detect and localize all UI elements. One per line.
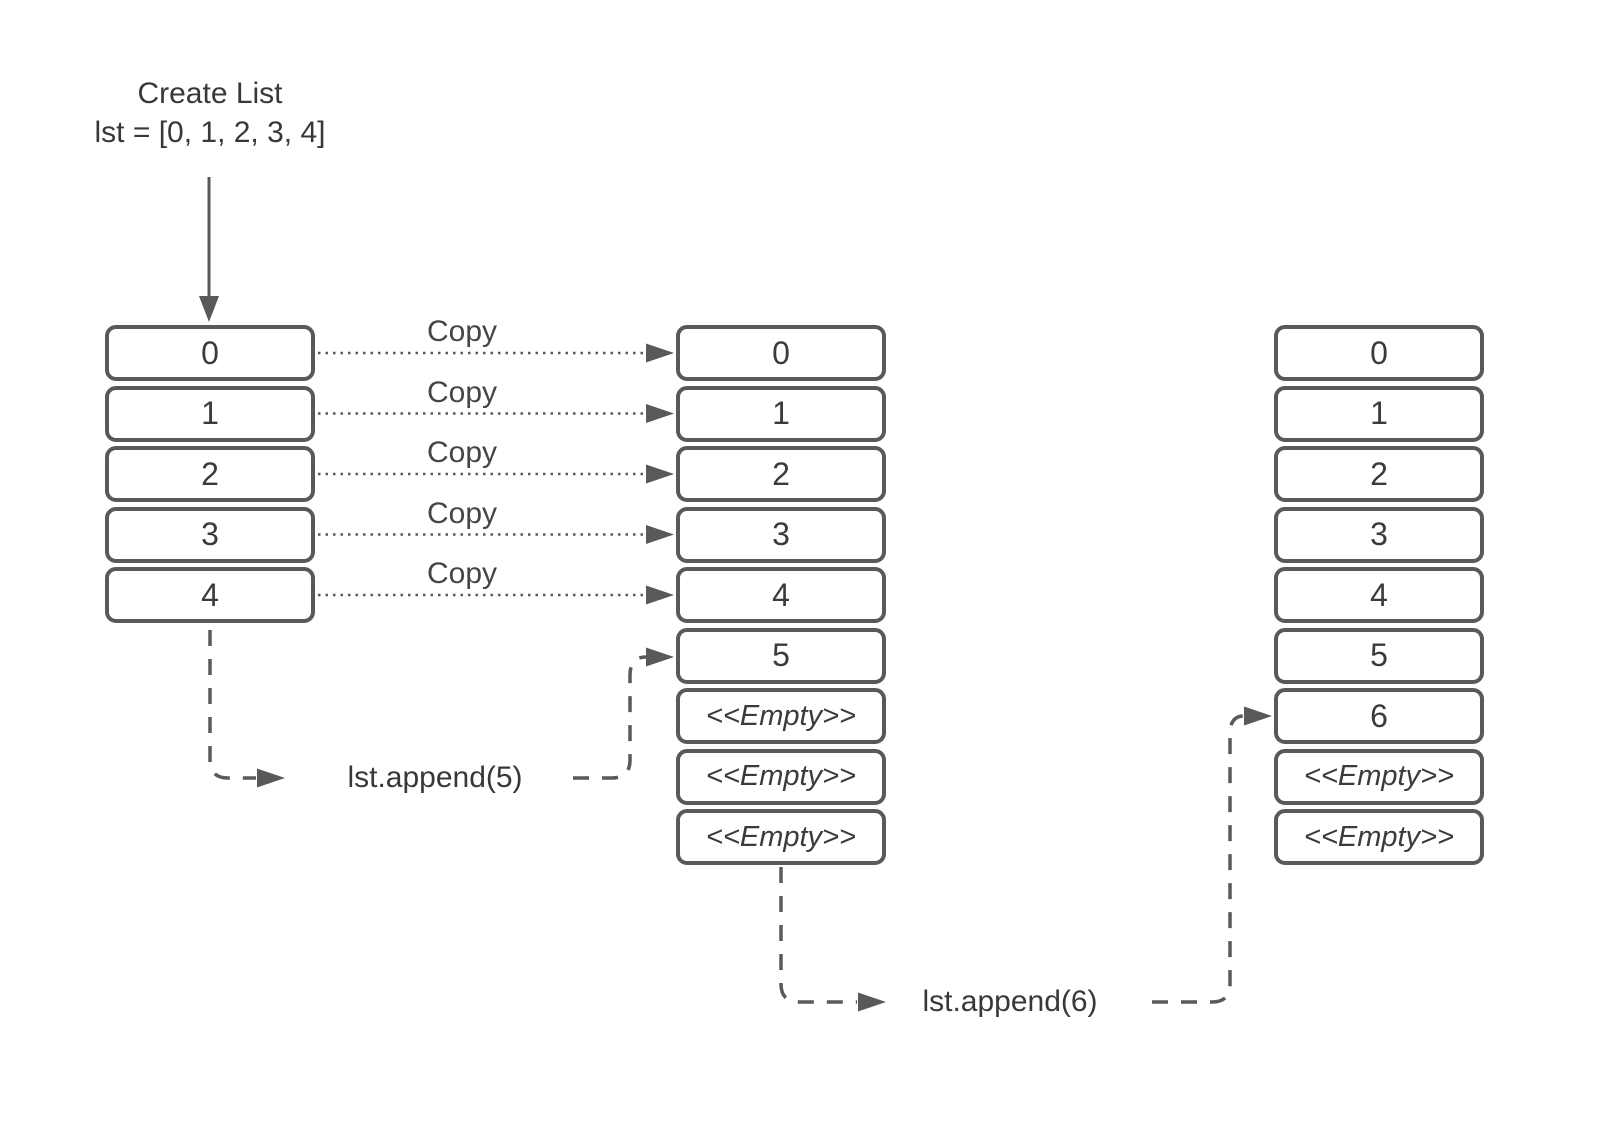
append-5-connector-out: [573, 655, 647, 780]
empty-slot-cell: <<Empty>>: [1274, 748, 1484, 805]
create-list-title-line1: Create List: [137, 77, 283, 110]
copy-label: Copy: [426, 315, 498, 348]
list-cell: 1: [1274, 385, 1484, 442]
list-cell: 1: [105, 385, 315, 442]
copy-label: Copy: [426, 436, 498, 469]
list-cell: 2: [676, 446, 886, 502]
append-6-label: lst.append(6): [922, 985, 1098, 1018]
list-cell: 4: [676, 567, 886, 623]
copy-arrow-head: [646, 343, 674, 363]
empty-slot-cell: <<Empty>>: [1274, 809, 1484, 865]
copy-arrow-head: [646, 404, 674, 423]
list-cell: 6: [1274, 688, 1484, 744]
copy-arrow-head: [646, 464, 674, 484]
append-5-connector-in-head: [257, 768, 285, 788]
list-cell: 2: [105, 446, 315, 502]
create-list-arrow-head: [199, 296, 219, 322]
array-initial: 0 1 2 3 4: [105, 325, 315, 623]
append-6-connector-in: [779, 867, 857, 1004]
append-6-connector-out-head: [1244, 706, 1272, 726]
list-cell: 0: [1274, 325, 1484, 381]
list-cell: 0: [676, 325, 886, 381]
list-cell: 5: [1274, 627, 1484, 684]
list-cell: 4: [105, 567, 315, 623]
append-5-connector-in: [208, 630, 256, 780]
copy-label: Copy: [426, 375, 498, 409]
append-5-label: lst.append(5): [347, 761, 523, 794]
list-cell: 3: [1274, 506, 1484, 563]
array-after-append-5: 0 1 2 3 4 5 <<Empty>> <<Empty>> <<Empty>…: [676, 325, 886, 865]
copy-label: Copy: [426, 496, 498, 530]
array-after-append-6: 0 1 2 3 4 5 6 <<Empty>> <<Empty>>: [1274, 325, 1484, 865]
append-6-connector-in-head: [858, 992, 886, 1012]
copy-label: Copy: [426, 557, 498, 590]
list-cell: 4: [1274, 567, 1484, 623]
list-cell: 0: [105, 325, 315, 381]
copy-arrow-head: [646, 585, 674, 605]
empty-slot-cell: <<Empty>>: [676, 809, 886, 865]
create-list-code: lst = [0, 1, 2, 3, 4]: [94, 116, 326, 149]
create-list-title: Create List lst = [0, 1, 2, 3, 4]: [55, 74, 365, 152]
list-cell: 3: [105, 506, 315, 563]
list-cell: 2: [1274, 446, 1484, 502]
list-cell: 3: [676, 506, 886, 563]
empty-slot-cell: <<Empty>>: [676, 748, 886, 805]
copy-arrow-head: [646, 525, 674, 544]
append-5-connector-out-head: [646, 647, 674, 667]
empty-slot-cell: <<Empty>>: [676, 688, 886, 744]
list-cell: 5: [676, 627, 886, 684]
append-6-connector-out: [1152, 714, 1245, 1004]
list-cell: 1: [676, 385, 886, 442]
